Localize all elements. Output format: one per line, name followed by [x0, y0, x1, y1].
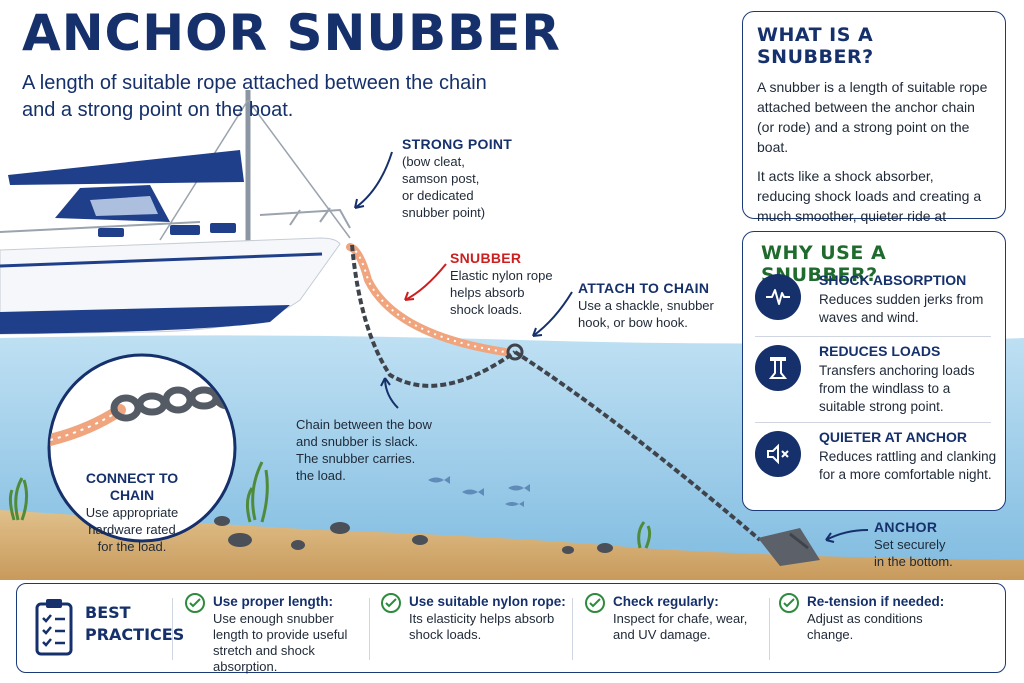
why-item-heading: SHOCK ABSORPTION [819, 272, 967, 288]
inset-heading: CONNECT TO CHAIN [85, 470, 179, 503]
callout-body: Use a shackle, snubber hook, or bow hook… [578, 298, 714, 330]
callout-body: Elastic nylon rope helps absorb shock lo… [450, 268, 553, 317]
anchor [758, 528, 820, 566]
connect-inset [47, 353, 237, 543]
callout-body: Set securely in the bottom. [874, 537, 953, 569]
best-practice-item: Use suitable nylon rope: Its elasticity … [381, 593, 571, 643]
callout-heading: ATTACH TO CHAIN [578, 280, 710, 296]
why-card: WHY USE A SNUBBER? SHOCK ABSORPTION Redu… [742, 231, 1006, 511]
callout-heading: ANCHOR [874, 519, 938, 535]
why-item-body: Reduces rattling and clanking for a more… [819, 449, 997, 482]
callout-body: (bow cleat, samson post, or dedicated sn… [402, 154, 486, 220]
inset-body: Use appropriate hardware rated for the l… [85, 505, 179, 554]
what-card-para-2: It acts like a shock absorber, reducing … [757, 168, 982, 244]
anchor-chain [513, 350, 762, 542]
why-item-heading: REDUCES LOADS [819, 343, 941, 359]
page-subtitle: A length of suitable rope attached betwe… [22, 72, 487, 121]
checklist-icon [35, 599, 73, 656]
callout-anchor: ANCHOR Set securely in the bottom. [874, 519, 984, 570]
what-is-card: WHAT IS A SNUBBER? A snubber is a length… [742, 11, 1006, 244]
divider [755, 422, 991, 423]
rocks [214, 516, 613, 554]
best-practice-item: Use proper length: Use enough snubber le… [185, 593, 360, 675]
sailboat [0, 90, 351, 335]
callout-arrows [354, 151, 869, 543]
best-practices-heading-line-2: PRACTICES [85, 625, 185, 644]
best-practices-heading: BEST PRACTICES [85, 602, 184, 646]
best-practice-body: Inspect for chafe, wear, and UV damage. [613, 611, 748, 642]
best-practice-heading: Use suitable nylon rope: [409, 594, 566, 609]
best-practice-heading: Use proper length: [213, 594, 334, 609]
fish [428, 476, 530, 507]
best-practice-item: Check regularly: Inspect for chafe, wear… [585, 593, 765, 643]
what-card-para-1: A snubber is a length of suitable rope a… [757, 79, 988, 155]
callout-heading: SNUBBER [450, 250, 522, 266]
best-practice-body: Use enough snubber length to provide use… [213, 611, 348, 674]
best-practice-heading: Re-tension if needed: [807, 594, 945, 609]
callout-snubber: SNUBBER Elastic nylon rope helps absorb … [450, 250, 580, 318]
check-circle-icon [585, 593, 605, 613]
why-item-body: Transfers anchoring loads from the windl… [819, 363, 975, 414]
check-circle-icon [779, 593, 799, 613]
best-practice-item: Re-tension if needed: Adjust as conditio… [779, 593, 969, 643]
callout-strong-point: STRONG POINT (bow cleat, samson post, or… [402, 136, 542, 221]
callout-heading: STRONG POINT [402, 136, 513, 152]
why-item-shock: SHOCK ABSORPTION Reduces sudden jerks fr… [755, 272, 991, 346]
best-practices-heading-line-1: BEST [85, 603, 131, 622]
why-item-quieter: QUIETER AT ANCHOR Reduces rattling and c… [755, 429, 996, 503]
weight-icon [755, 345, 801, 391]
slack-chain [350, 244, 517, 388]
waveform-icon [755, 274, 801, 320]
divider [172, 598, 173, 660]
snubber-rope [346, 243, 509, 356]
best-practice-body: Adjust as conditions change. [807, 611, 923, 642]
check-circle-icon [381, 593, 401, 613]
check-circle-icon [185, 593, 205, 613]
seaweed [8, 461, 652, 549]
seabed [0, 510, 1024, 580]
divider [755, 336, 991, 337]
chain-hook [506, 343, 524, 361]
page-title: ANCHOR SNUBBER [22, 4, 561, 62]
inset-caption: CONNECT TO CHAIN Use appropriate hardwar… [62, 470, 202, 555]
why-item-heading: QUIETER AT ANCHOR [819, 429, 968, 445]
divider [369, 598, 370, 660]
mute-speaker-icon [755, 431, 801, 477]
divider [572, 598, 573, 660]
best-practice-heading: Check regularly: [613, 594, 719, 609]
divider [769, 598, 770, 660]
callout-attach-to-chain: ATTACH TO CHAIN Use a shackle, snubber h… [578, 280, 738, 331]
why-item-body: Reduces sudden jerks from waves and wind… [819, 292, 984, 325]
callout-slack-chain: Chain between the bow and snubber is sla… [296, 417, 432, 483]
what-card-title: WHAT IS A SNUBBER? [757, 24, 874, 68]
best-practices-bar: BEST PRACTICES Use proper length: Use en… [16, 583, 1006, 675]
best-practice-body: Its elasticity helps absorb shock loads. [409, 611, 555, 642]
why-item-loads: REDUCES LOADS Transfers anchoring loads … [755, 343, 991, 417]
